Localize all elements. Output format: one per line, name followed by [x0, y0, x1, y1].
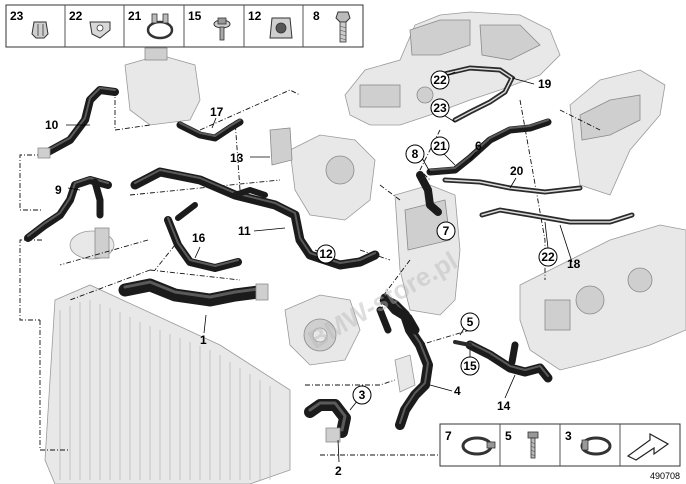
hose-clamp-icon — [461, 436, 496, 456]
callout-13: 13 — [230, 151, 244, 165]
svg-text:23: 23 — [10, 9, 24, 23]
hose-9[interactable] — [24, 176, 112, 242]
callout-22-top: 22 — [430, 70, 450, 90]
hose-14[interactable] — [465, 340, 553, 383]
callout-16: 16 — [192, 231, 206, 245]
svg-text:22: 22 — [541, 250, 555, 264]
legend-item-7[interactable]: 7 — [445, 429, 496, 456]
hose-17[interactable] — [176, 118, 244, 142]
legend-item-21[interactable]: 21 — [128, 9, 174, 40]
direction-arrow-icon — [626, 432, 670, 461]
legend-item-23[interactable]: 23 — [10, 9, 49, 39]
svg-text:5: 5 — [467, 315, 474, 329]
callout-17: 17 — [210, 105, 224, 119]
hose-11[interactable] — [130, 167, 380, 270]
cylinder-head-upper — [344, 11, 561, 126]
clamp-band-icon — [580, 436, 612, 456]
svg-text:8: 8 — [412, 147, 419, 161]
top-legend: 23 22 21 15 — [5, 4, 364, 48]
pipe-15[interactable] — [453, 340, 472, 347]
callout-21: 21 — [430, 136, 450, 156]
callout-8: 8 — [405, 144, 425, 164]
legend-item-12[interactable]: 12 — [248, 9, 293, 39]
callout-14: 14 — [497, 399, 511, 413]
svg-text:21: 21 — [128, 9, 142, 23]
svg-text:7: 7 — [445, 429, 452, 443]
legend-item-arrow[interactable] — [626, 432, 670, 461]
thermostat-housing — [289, 134, 376, 221]
legend-item-3[interactable]: 3 — [565, 429, 612, 456]
svg-text:23: 23 — [433, 101, 447, 115]
callout-15: 15 — [460, 356, 480, 376]
svg-text:5: 5 — [505, 429, 512, 443]
legend-item-5[interactable]: 5 — [505, 429, 539, 459]
hose-clip-icon — [89, 21, 111, 39]
water-pump — [284, 294, 361, 366]
svg-text:12: 12 — [319, 247, 333, 261]
hose-1[interactable] — [118, 278, 269, 307]
callout-9: 9 — [55, 183, 62, 197]
bolt-washer-icon — [213, 17, 231, 41]
callout-4: 4 — [454, 384, 461, 398]
svg-text:22: 22 — [69, 9, 83, 23]
svg-text:15: 15 — [188, 9, 202, 23]
callout-23: 23 — [430, 98, 450, 118]
sensor-bracket — [394, 354, 416, 393]
svg-text:3: 3 — [565, 429, 572, 443]
radiator — [44, 284, 291, 484]
legend-item-15[interactable]: 15 — [188, 9, 231, 41]
callout-labels: 10 9 17 13 11 16 1 2 4 14 6 20 18 19 — [45, 77, 581, 478]
callout-11: 11 — [238, 224, 251, 238]
hex-bolt-icon — [335, 11, 351, 43]
bracket-13[interactable] — [269, 127, 293, 166]
legend-item-22[interactable]: 22 — [69, 9, 111, 39]
pipe-20[interactable] — [442, 177, 583, 195]
callout-6: 6 — [475, 139, 482, 153]
svg-text:15: 15 — [463, 359, 477, 373]
heat-exchanger — [394, 184, 461, 316]
hose-2[interactable] — [304, 399, 351, 443]
hose-5-junction[interactable] — [376, 293, 420, 335]
hose-10[interactable] — [37, 86, 119, 159]
callout-5: 5 — [460, 312, 480, 332]
svg-text:12: 12 — [248, 9, 262, 23]
callout-10: 10 — [45, 118, 59, 132]
callout-1: 1 — [200, 333, 207, 347]
circled-callouts: 22 23 8 21 7 12 22 5 — [316, 70, 558, 405]
svg-text:22: 22 — [433, 73, 447, 87]
hose-8[interactable] — [416, 171, 442, 216]
callout-7: 7 — [436, 221, 456, 241]
coolant-tank-right — [569, 69, 666, 196]
svg-text:7: 7 — [443, 224, 450, 238]
retainer-clip-icon — [269, 17, 293, 39]
hose-16[interactable] — [164, 216, 242, 272]
callout-22-right: 22 — [538, 247, 558, 267]
clip-double-icon — [31, 21, 49, 39]
svg-text:21: 21 — [433, 139, 447, 153]
diagram-number: 490708 — [650, 471, 680, 481]
spring-clamp-icon — [146, 13, 174, 40]
pipe-19[interactable] — [437, 65, 516, 123]
callout-19: 19 — [538, 77, 552, 91]
engine-block — [519, 224, 686, 371]
pipe-18[interactable] — [479, 207, 635, 225]
svg-text:3: 3 — [359, 388, 366, 402]
aux-water-pump — [69, 227, 115, 260]
bottom-legend: 7 5 3 — [439, 423, 681, 467]
callout-3: 3 — [352, 385, 372, 405]
legend-item-8[interactable]: 8 — [313, 9, 351, 43]
callout-20: 20 — [510, 164, 524, 178]
hose-6[interactable] — [426, 118, 552, 176]
callout-12: 12 — [316, 244, 336, 264]
screw-icon — [527, 431, 539, 459]
svg-text:8: 8 — [313, 9, 320, 23]
callout-18: 18 — [567, 257, 581, 271]
expansion-tank — [124, 47, 201, 126]
callout-2: 2 — [335, 464, 342, 478]
